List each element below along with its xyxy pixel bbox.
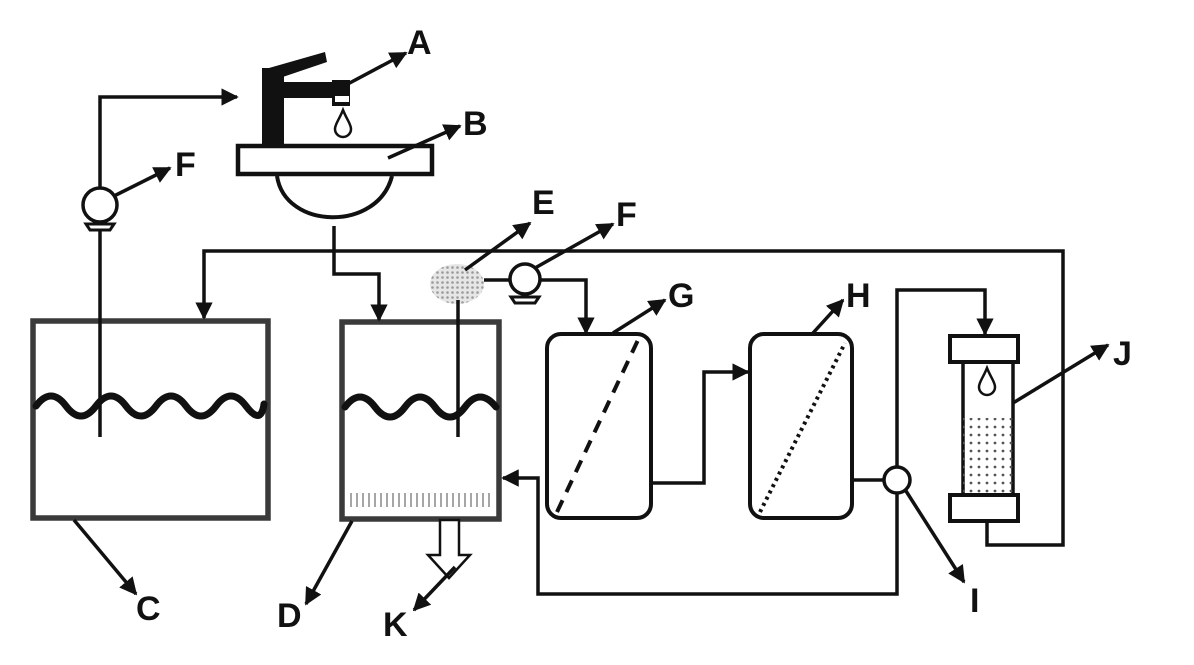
water-drop-icon — [333, 106, 353, 139]
pipe-filter-g-to-filter-h — [651, 363, 750, 485]
leader-f-mid — [534, 222, 615, 270]
pipe-sink-to-tank-d — [332, 226, 388, 322]
label-c: C — [136, 590, 161, 628]
leader-i — [904, 490, 966, 584]
tank-d-water-surface — [341, 393, 500, 421]
label-g: G — [668, 277, 694, 315]
leader-k — [412, 565, 457, 612]
tank-c — [30, 318, 271, 521]
leader-b — [387, 124, 462, 160]
label-b: B — [463, 105, 488, 143]
tank-c-water-surface — [32, 392, 268, 420]
pipe-column-j-to-tank-c — [195, 249, 1065, 547]
label-i: I — [970, 582, 979, 620]
pump-f-top — [81, 186, 119, 232]
leader-h — [811, 298, 845, 335]
label-e: E — [532, 184, 555, 222]
leader-e — [463, 221, 532, 272]
pipe-strainer-to-filter-g — [484, 278, 586, 333]
column-j — [948, 334, 1020, 523]
pipe-valve-to-column-j — [895, 288, 994, 467]
label-a: A — [407, 24, 432, 62]
label-d: D — [277, 597, 302, 635]
label-k: K — [383, 606, 408, 644]
leader-a — [343, 51, 408, 88]
tank-d — [339, 319, 502, 522]
leader-g — [612, 298, 667, 335]
sink — [235, 143, 435, 220]
water-drop-icon — [977, 364, 997, 397]
label-f-mid: F — [616, 196, 637, 234]
leader-d — [304, 520, 354, 606]
pump-f-mid — [508, 262, 542, 305]
filter-g — [545, 332, 653, 520]
valve-i — [882, 465, 912, 495]
label-f-top: F — [175, 146, 196, 184]
pipe-tank-c-to-faucet — [98, 97, 237, 437]
strainer-e — [430, 264, 484, 304]
label-j: J — [1113, 335, 1132, 373]
outlet-k-arrow — [425, 518, 473, 580]
leader-c — [72, 518, 138, 596]
label-h: H — [846, 277, 871, 315]
leader-j — [1012, 343, 1110, 405]
filter-h — [748, 332, 854, 520]
tank-d-sediment-layer — [350, 493, 492, 507]
pipe-valve-return-to-tank-d — [501, 469, 899, 596]
leader-f-top — [113, 166, 172, 198]
